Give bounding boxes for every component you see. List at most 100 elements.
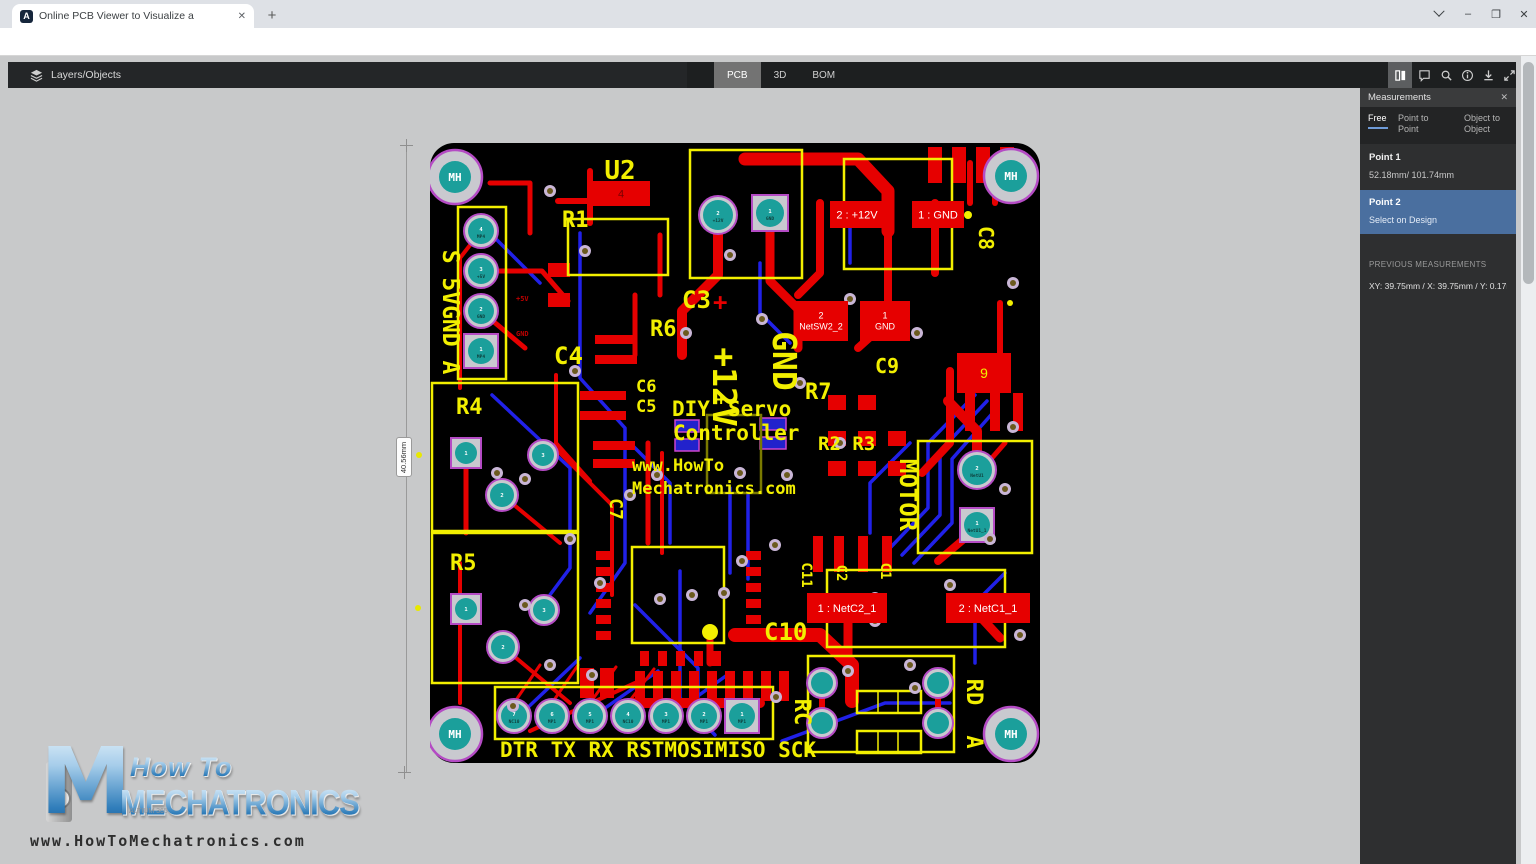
silk-label: R2 R3 [818, 433, 875, 455]
via [507, 700, 519, 712]
tab-object-to-object[interactable]: Object to Object [1464, 113, 1501, 135]
via [718, 587, 730, 599]
svg-text:GND: GND [477, 314, 485, 320]
via [770, 691, 782, 703]
tab-point-to-point[interactable]: Point to Point [1398, 113, 1429, 135]
via [781, 469, 793, 481]
svg-text:3: 3 [664, 712, 667, 718]
svg-text:6: 6 [550, 712, 554, 718]
svg-text:MP1: MP1 [548, 719, 556, 725]
silk-label: C10 [764, 618, 807, 646]
watermark-line1: How To [130, 752, 233, 782]
yellow-dot [1007, 300, 1013, 306]
mounting-hole: MH [426, 148, 484, 206]
measurements-close-icon[interactable]: ✕ [1500, 92, 1508, 102]
svg-text:+5V: +5V [477, 274, 485, 280]
window-close-button[interactable]: ✕ [1519, 8, 1529, 21]
svg-text:NetSW2_2: NetSW2_2 [799, 322, 843, 332]
svg-text:9: 9 [980, 365, 988, 381]
via [1007, 421, 1019, 433]
svg-text:NetU1: NetU1 [970, 473, 984, 479]
via [1007, 277, 1019, 289]
point2-section[interactable]: Point 2 Select on Design [1360, 189, 1516, 234]
pcb-pad: 2 [486, 630, 520, 664]
net-pad-label: 4 [592, 181, 650, 206]
silk-label: S 5VGND A [437, 250, 463, 375]
via [519, 599, 531, 611]
via [651, 469, 663, 481]
pcb-pad: 3+5V [463, 253, 499, 289]
via [794, 377, 806, 389]
tab-bom[interactable]: BOM [812, 69, 836, 81]
measurements-panel: Measurements ✕ Free Point to Point Objec… [1360, 88, 1516, 864]
point2-hint: Select on Design [1369, 214, 1438, 225]
silk-label: C7 [605, 498, 626, 520]
fullscreen-button[interactable] [1497, 62, 1521, 88]
point1-value: 52.18mm/ 101.74mm [1369, 169, 1455, 180]
search-button[interactable] [1434, 62, 1458, 88]
svg-text:2 : +12V: 2 : +12V [836, 209, 878, 221]
window-minimize-button[interactable]: – [1464, 8, 1472, 20]
layers-objects-label: Layers/Objects [51, 69, 122, 81]
svg-text:3: 3 [542, 608, 545, 614]
window-maximize-button[interactable]: ❐ [1491, 8, 1501, 21]
via [909, 682, 921, 694]
browser-scrollbar [1521, 56, 1536, 864]
via [544, 659, 556, 671]
via [756, 313, 768, 325]
svg-text:2: 2 [702, 712, 705, 718]
svg-text:MP1: MP1 [662, 719, 670, 725]
measurement-mode-tabs: Free Point to Point Object to Object [1360, 107, 1516, 144]
via [491, 467, 503, 479]
via [736, 555, 748, 567]
via [944, 579, 956, 591]
svg-text:2 : NetC1_1: 2 : NetC1_1 [959, 603, 1018, 615]
measure-cross-top [400, 139, 413, 152]
silk-label: DTR TX RX RSTMOSIMISO SCK [500, 738, 816, 762]
silk-label: R7 [805, 380, 832, 405]
layers-objects-button[interactable]: Layers/Objects [8, 62, 687, 88]
via [904, 659, 916, 671]
mounting-hole: MH [982, 705, 1040, 763]
svg-text:2: 2 [716, 211, 719, 217]
scrollbar-thumb[interactable] [1523, 62, 1534, 284]
via [734, 467, 746, 479]
tab-pcb[interactable]: PCB [714, 62, 761, 88]
silk-label: C8 [974, 226, 998, 250]
browser-tab[interactable]: A Online PCB Viewer to Visualize a ✕ [12, 4, 254, 28]
silk-label: + [713, 288, 727, 316]
browser-titlebar: A Online PCB Viewer to Visualize a ✕ + –… [0, 0, 1536, 28]
info-button[interactable] [1455, 62, 1479, 88]
net-pad-label: 2 : NetC1_1 [946, 593, 1030, 623]
svg-text:MP4: MP4 [477, 354, 485, 360]
window-chevron-icon[interactable] [1424, 0, 1454, 28]
tab-close-icon[interactable]: ✕ [237, 10, 246, 22]
svg-text:1 : NetC2_1: 1 : NetC2_1 [818, 603, 877, 615]
via [680, 327, 692, 339]
svg-text:NetU1_1: NetU1_1 [968, 528, 987, 534]
silk-label: R1 [562, 208, 589, 233]
yellow-dot [964, 211, 972, 219]
silk-label: MOTOR [894, 459, 922, 532]
svg-text:2: 2 [975, 466, 978, 472]
via [769, 539, 781, 551]
silk-label: +12V [705, 347, 744, 426]
previous-measurements-section: PREVIOUS MEASUREMENTS XY: 39.75mm / X: 3… [1360, 252, 1516, 299]
measure-point-dot [416, 452, 422, 458]
tab-free[interactable]: Free [1368, 113, 1388, 136]
measure-panel-button[interactable] [1388, 62, 1412, 88]
svg-text:GND: GND [875, 322, 896, 332]
tab-3d[interactable]: 3D [773, 69, 787, 81]
new-tab-button[interactable]: + [267, 7, 277, 24]
comment-button[interactable] [1412, 62, 1436, 88]
silk-label: U2 [604, 156, 635, 186]
via [579, 245, 591, 257]
download-button[interactable] [1476, 62, 1500, 88]
